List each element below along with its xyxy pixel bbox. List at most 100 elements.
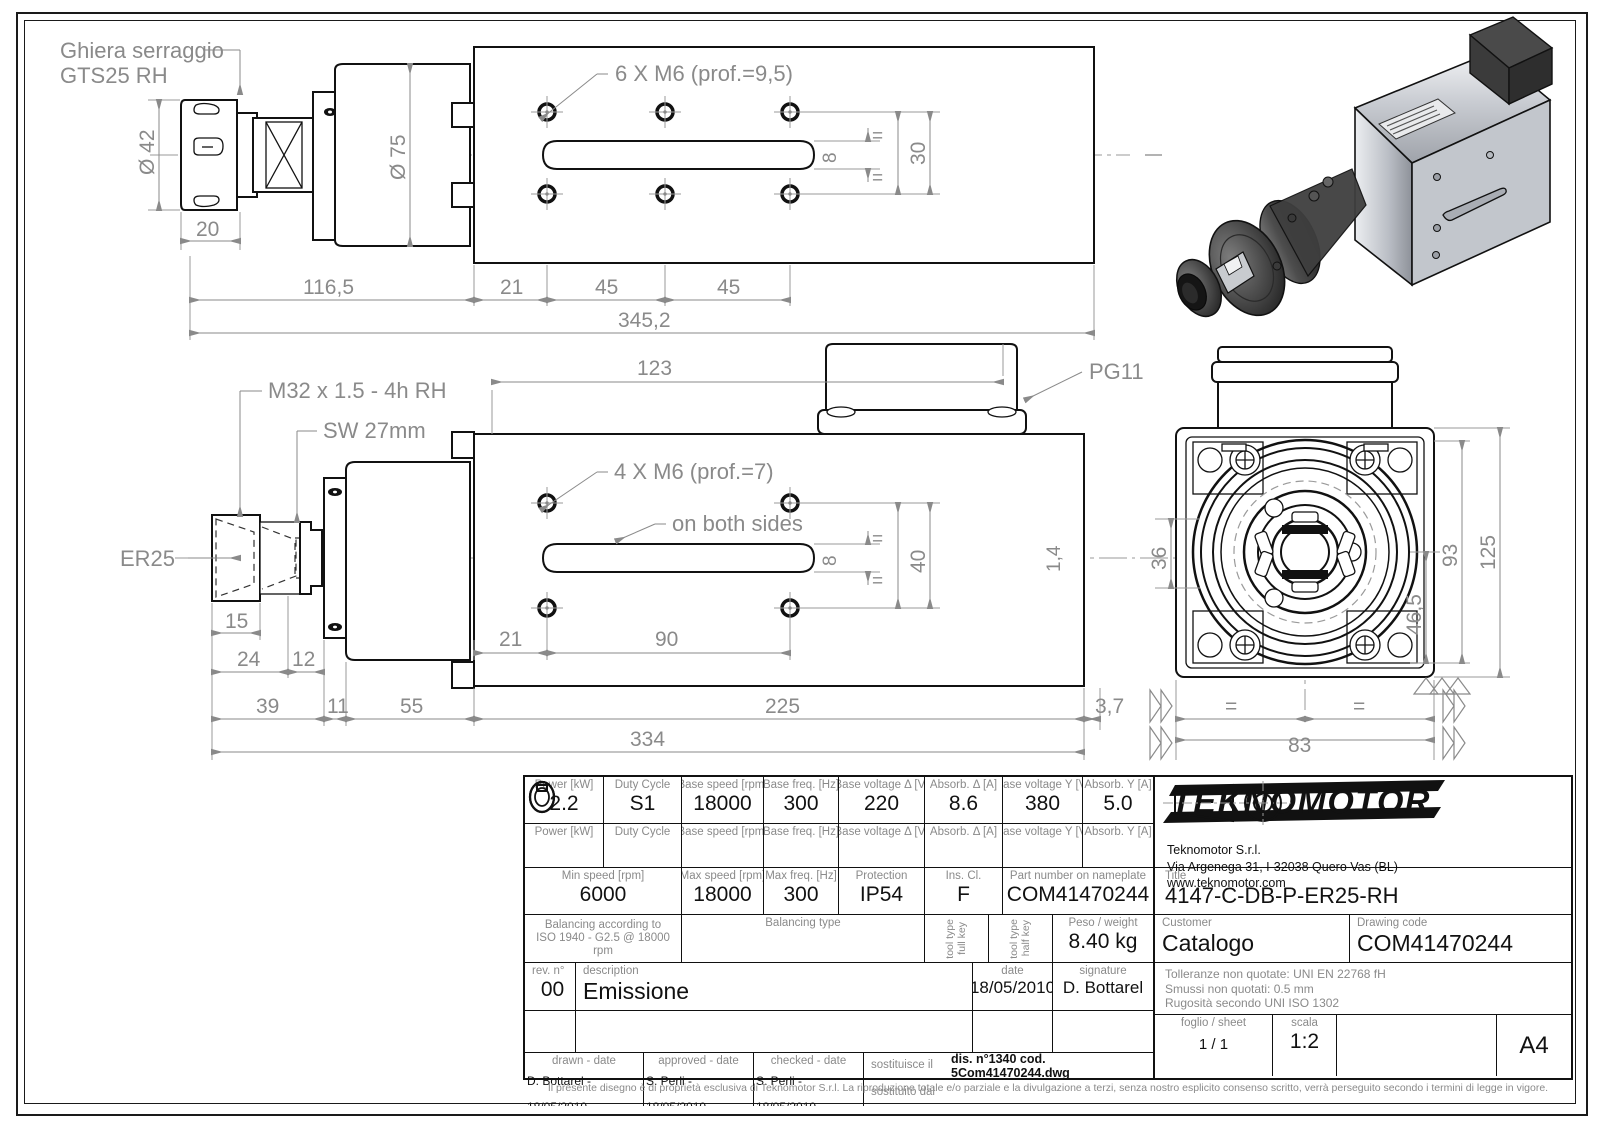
spanner-note: SW 27mm: [323, 418, 426, 443]
spec-value: 6000: [579, 883, 627, 906]
dim-front-length: 116,5: [303, 276, 354, 299]
dim-hole-spacing-vert-top: 30: [907, 142, 930, 165]
spec-base-freq-1: Base freq. [Hz] 300: [764, 777, 839, 824]
spec-max-freq: Max freq. [Hz] 300: [764, 868, 839, 915]
spec-header: Base voltage Y [V]: [1003, 826, 1082, 838]
dim-slot-height: 36: [1148, 547, 1171, 570]
spec-header: Absorb. Y [A]: [1084, 779, 1152, 791]
title-block: Power [kW] 2.2 Duty Cycle S1 Base speed …: [523, 775, 1573, 1106]
revision-row: rev. n° 00 description Emissione date 18…: [525, 963, 1153, 1011]
replaces-label: sostituisce il: [871, 1059, 933, 1071]
title-header: Title: [1165, 870, 1187, 882]
spec-row-1: Power [kW] 2.2 Duty Cycle S1 Base speed …: [525, 777, 1153, 824]
collet-nut-note-line2: GTS25 RH: [60, 63, 168, 88]
dim-body-diameter: Ø 75: [387, 134, 410, 180]
weight-header: Peso / weight: [1068, 917, 1138, 929]
drawing-code-cell: Drawing code COM41470244: [1350, 915, 1571, 963]
rev-description-cell: description Emissione: [576, 963, 973, 1011]
drawn-header: drawn - date: [552, 1055, 616, 1067]
spec-power-1: Power [kW] 2.2: [525, 777, 604, 824]
approved-cell: approved - date S. Perli - 18/05/2010: [644, 1053, 754, 1106]
spec-header: Base voltage Δ [V]: [839, 779, 925, 791]
spec-value: 380: [1024, 792, 1061, 815]
spec-header: Absorb. Y [A]: [1084, 826, 1152, 838]
rev-date-cell: date 18/05/2010: [973, 963, 1053, 1011]
spec-power-2: Power [kW]: [525, 824, 604, 868]
spec-value: 18000: [693, 883, 752, 906]
spec-base-speed-2: Base speed [rpm]: [682, 824, 764, 868]
spec-header: Ins. Cl.: [945, 870, 982, 882]
drawn-value: D. Bottarel - 18/05/2010: [527, 1074, 592, 1106]
approved-value: S. Perli - 18/05/2010: [646, 1074, 706, 1106]
spec-header: Max freq. [Hz]: [765, 870, 837, 882]
dim-gland-position: 123: [637, 357, 672, 380]
spec-value: 5.0: [1103, 792, 1133, 815]
view-end: 125 93 46,5 36 83 = =: [1083, 346, 1510, 761]
spec-duty-2: Duty Cycle: [604, 824, 682, 868]
weight-value: 8.40 kg: [1068, 930, 1138, 953]
rev-date-blank: [973, 1011, 1053, 1053]
date-value: 18/05/2010: [973, 978, 1053, 997]
projection-symbol-cell: [1163, 781, 1497, 1076]
replaced-label: sostituito dal: [871, 1085, 935, 1098]
checked-cell: checked - date S. Perli - 18/05/2010: [754, 1053, 864, 1106]
spec-max-speed: Max speed [rpm] 18000: [682, 868, 764, 915]
dim-slot-width-middle: 8: [820, 555, 841, 566]
dim-radius-note: 1,4: [1044, 545, 1065, 572]
weight-cell: Peso / weight 8.40 kg: [1053, 915, 1153, 963]
tool-type-label-2: tool type: [1008, 918, 1020, 959]
collet-nut: [180, 99, 238, 211]
dim-nose-length: 39: [256, 695, 279, 718]
equal-mark-middle-1: =: [872, 529, 883, 550]
tolerances-text: Tolleranze non quotate: UNI EN 22768 fH …: [1165, 967, 1386, 1010]
thread-note: M32 x 1.5 - 4h RH: [268, 378, 447, 403]
spec-row-2: Power [kW] Duty Cycle Base speed [rpm] B…: [525, 824, 1153, 868]
collet-note: ER25: [120, 546, 175, 571]
datum-symbol-group: [1149, 677, 1472, 761]
spec-header: Base freq. [Hz]: [764, 826, 839, 838]
spec-value: 300: [783, 792, 819, 815]
spec-header: Protection: [855, 870, 908, 882]
tool-type-label-1: tool type: [944, 918, 956, 959]
view-top: 6 X M6 (prof.=9,5) Ghiera serraggio GTS2…: [60, 38, 1130, 340]
spec-voltage-y-2: Base voltage Y [V]: [1003, 824, 1083, 868]
dim-center-height: 46,5: [1403, 594, 1426, 635]
sheet-header: foglio / sheet: [1180, 1017, 1247, 1029]
spec-header: Power [kW]: [534, 779, 594, 791]
spec-value: S1: [629, 792, 656, 815]
company-website[interactable]: www.teknomotor.com: [1167, 876, 1286, 890]
rev-signature-blank: [1053, 1011, 1153, 1053]
cable-gland-note: PG11: [1089, 359, 1144, 384]
checked-value: S. Perli - 18/05/2010: [756, 1074, 816, 1106]
tapped-hole-group-middle: [531, 487, 806, 624]
customer-value: Catalogo: [1162, 930, 1255, 956]
spec-min-speed: Min speed [rpm] 6000: [525, 868, 682, 915]
spec-base-speed-1: Base speed [rpm] 18000: [682, 777, 764, 824]
spec-part-number: Part number on nameplate COM41470244: [1003, 868, 1153, 915]
date-header: date: [1001, 965, 1024, 977]
dim-nut-length: 20: [196, 218, 219, 241]
dim-total-length: 345,2: [618, 309, 671, 332]
full-key-label: full key: [956, 922, 968, 955]
dim-shoulder-2: 12: [292, 648, 315, 671]
sheet-border-outer: [16, 12, 1588, 1116]
spec-voltage-y-1: Base voltage Y [V] 380: [1003, 777, 1083, 824]
balancing-row: Balancing according to ISO 1940 - G2.5 @…: [525, 780, 1153, 963]
dim-collet-length: 15: [225, 610, 248, 633]
customer-header: Customer: [1162, 917, 1212, 929]
dim-collet-diameter: Ø 42: [136, 129, 159, 175]
sheet-value: 1 / 1: [1198, 1036, 1229, 1053]
spec-voltage-delta-2: Base voltage Δ [V]: [839, 824, 925, 868]
balancing-standard: Balancing according to ISO 1940 - G2.5 @…: [525, 915, 682, 963]
scale-cell: scala 1:2: [1273, 1015, 1337, 1076]
spec-value: 2.2: [549, 792, 579, 815]
dim-hole-pitch-1: 45: [595, 276, 618, 299]
tapped-holes-note-top: 6 X M6 (prof.=9,5): [615, 61, 793, 86]
spec-header: Part number on nameplate: [1009, 870, 1147, 882]
scale-header: scala: [1291, 1017, 1318, 1029]
equal-mark-end-2: =: [1353, 695, 1365, 718]
sheet-cell: foglio / sheet 1 / 1: [1155, 1015, 1273, 1076]
spec-voltage-delta-1: Base voltage Δ [V] 220: [839, 777, 925, 824]
spec-header: Base voltage Δ [V]: [839, 826, 925, 838]
